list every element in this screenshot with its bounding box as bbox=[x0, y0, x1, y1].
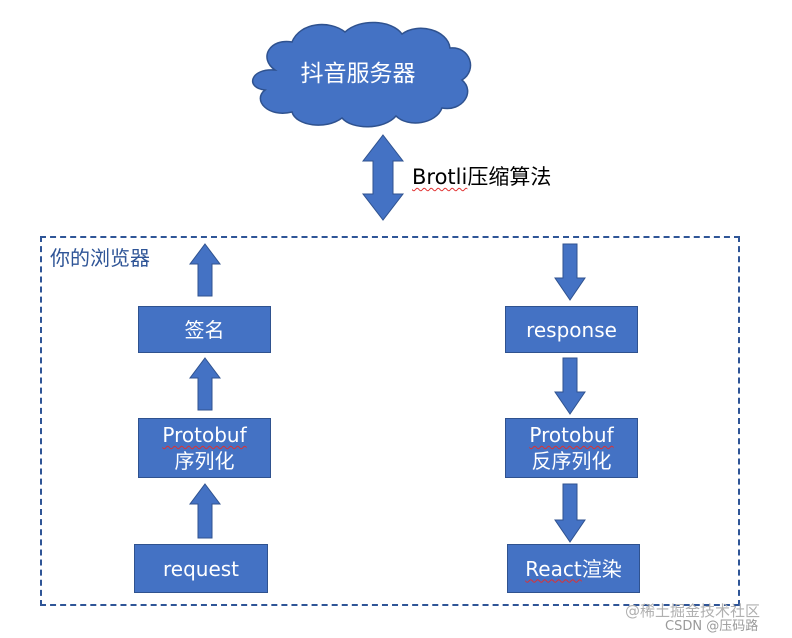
serialize-box: Protobuf 序列化 bbox=[138, 418, 271, 478]
react-render-label: React渲染 bbox=[525, 556, 621, 582]
down-arrow-shape bbox=[554, 483, 586, 543]
serialize-label-line2: 序列化 bbox=[174, 449, 235, 473]
compression-label: Brotli压缩算法 bbox=[412, 161, 551, 191]
compression-label-rest: 压缩算法 bbox=[467, 165, 552, 189]
react-render-box: React渲染 bbox=[507, 544, 640, 593]
cloud-label: 抖音服务器 bbox=[300, 61, 416, 87]
response-label: response bbox=[526, 317, 617, 342]
sign-box: 签名 bbox=[138, 306, 271, 353]
request-box: request bbox=[134, 544, 268, 593]
double-arrow-shape bbox=[361, 134, 405, 221]
sign-label: 签名 bbox=[184, 317, 225, 342]
browser-frame bbox=[40, 236, 740, 606]
react-render-label-wavy: React bbox=[525, 556, 582, 581]
up-arrow-shape bbox=[189, 483, 221, 539]
deserialize-label-line1: Protobuf bbox=[529, 423, 614, 447]
react-render-label-rest: 渲染 bbox=[581, 556, 622, 581]
deserialize-label-line2: 反序列化 bbox=[531, 449, 612, 473]
down-arrow-shape bbox=[554, 243, 586, 301]
response-box: response bbox=[505, 306, 638, 353]
cloud-shape bbox=[251, 21, 472, 128]
browser-label: 你的浏览器 bbox=[50, 246, 150, 270]
watermark-line1: @稀土掘金技术社区 bbox=[625, 602, 761, 620]
down-arrow-shape bbox=[554, 357, 586, 415]
up-arrow-shape bbox=[189, 357, 221, 411]
request-label: request bbox=[162, 556, 240, 581]
serialize-label-line1: Protobuf bbox=[162, 423, 247, 447]
deserialize-box: Protobuf 反序列化 bbox=[505, 418, 638, 478]
compression-label-wavy: Brotli bbox=[412, 165, 468, 189]
watermark-line2: CSDN @压码路 bbox=[665, 619, 759, 634]
up-arrow-shape bbox=[189, 243, 221, 297]
